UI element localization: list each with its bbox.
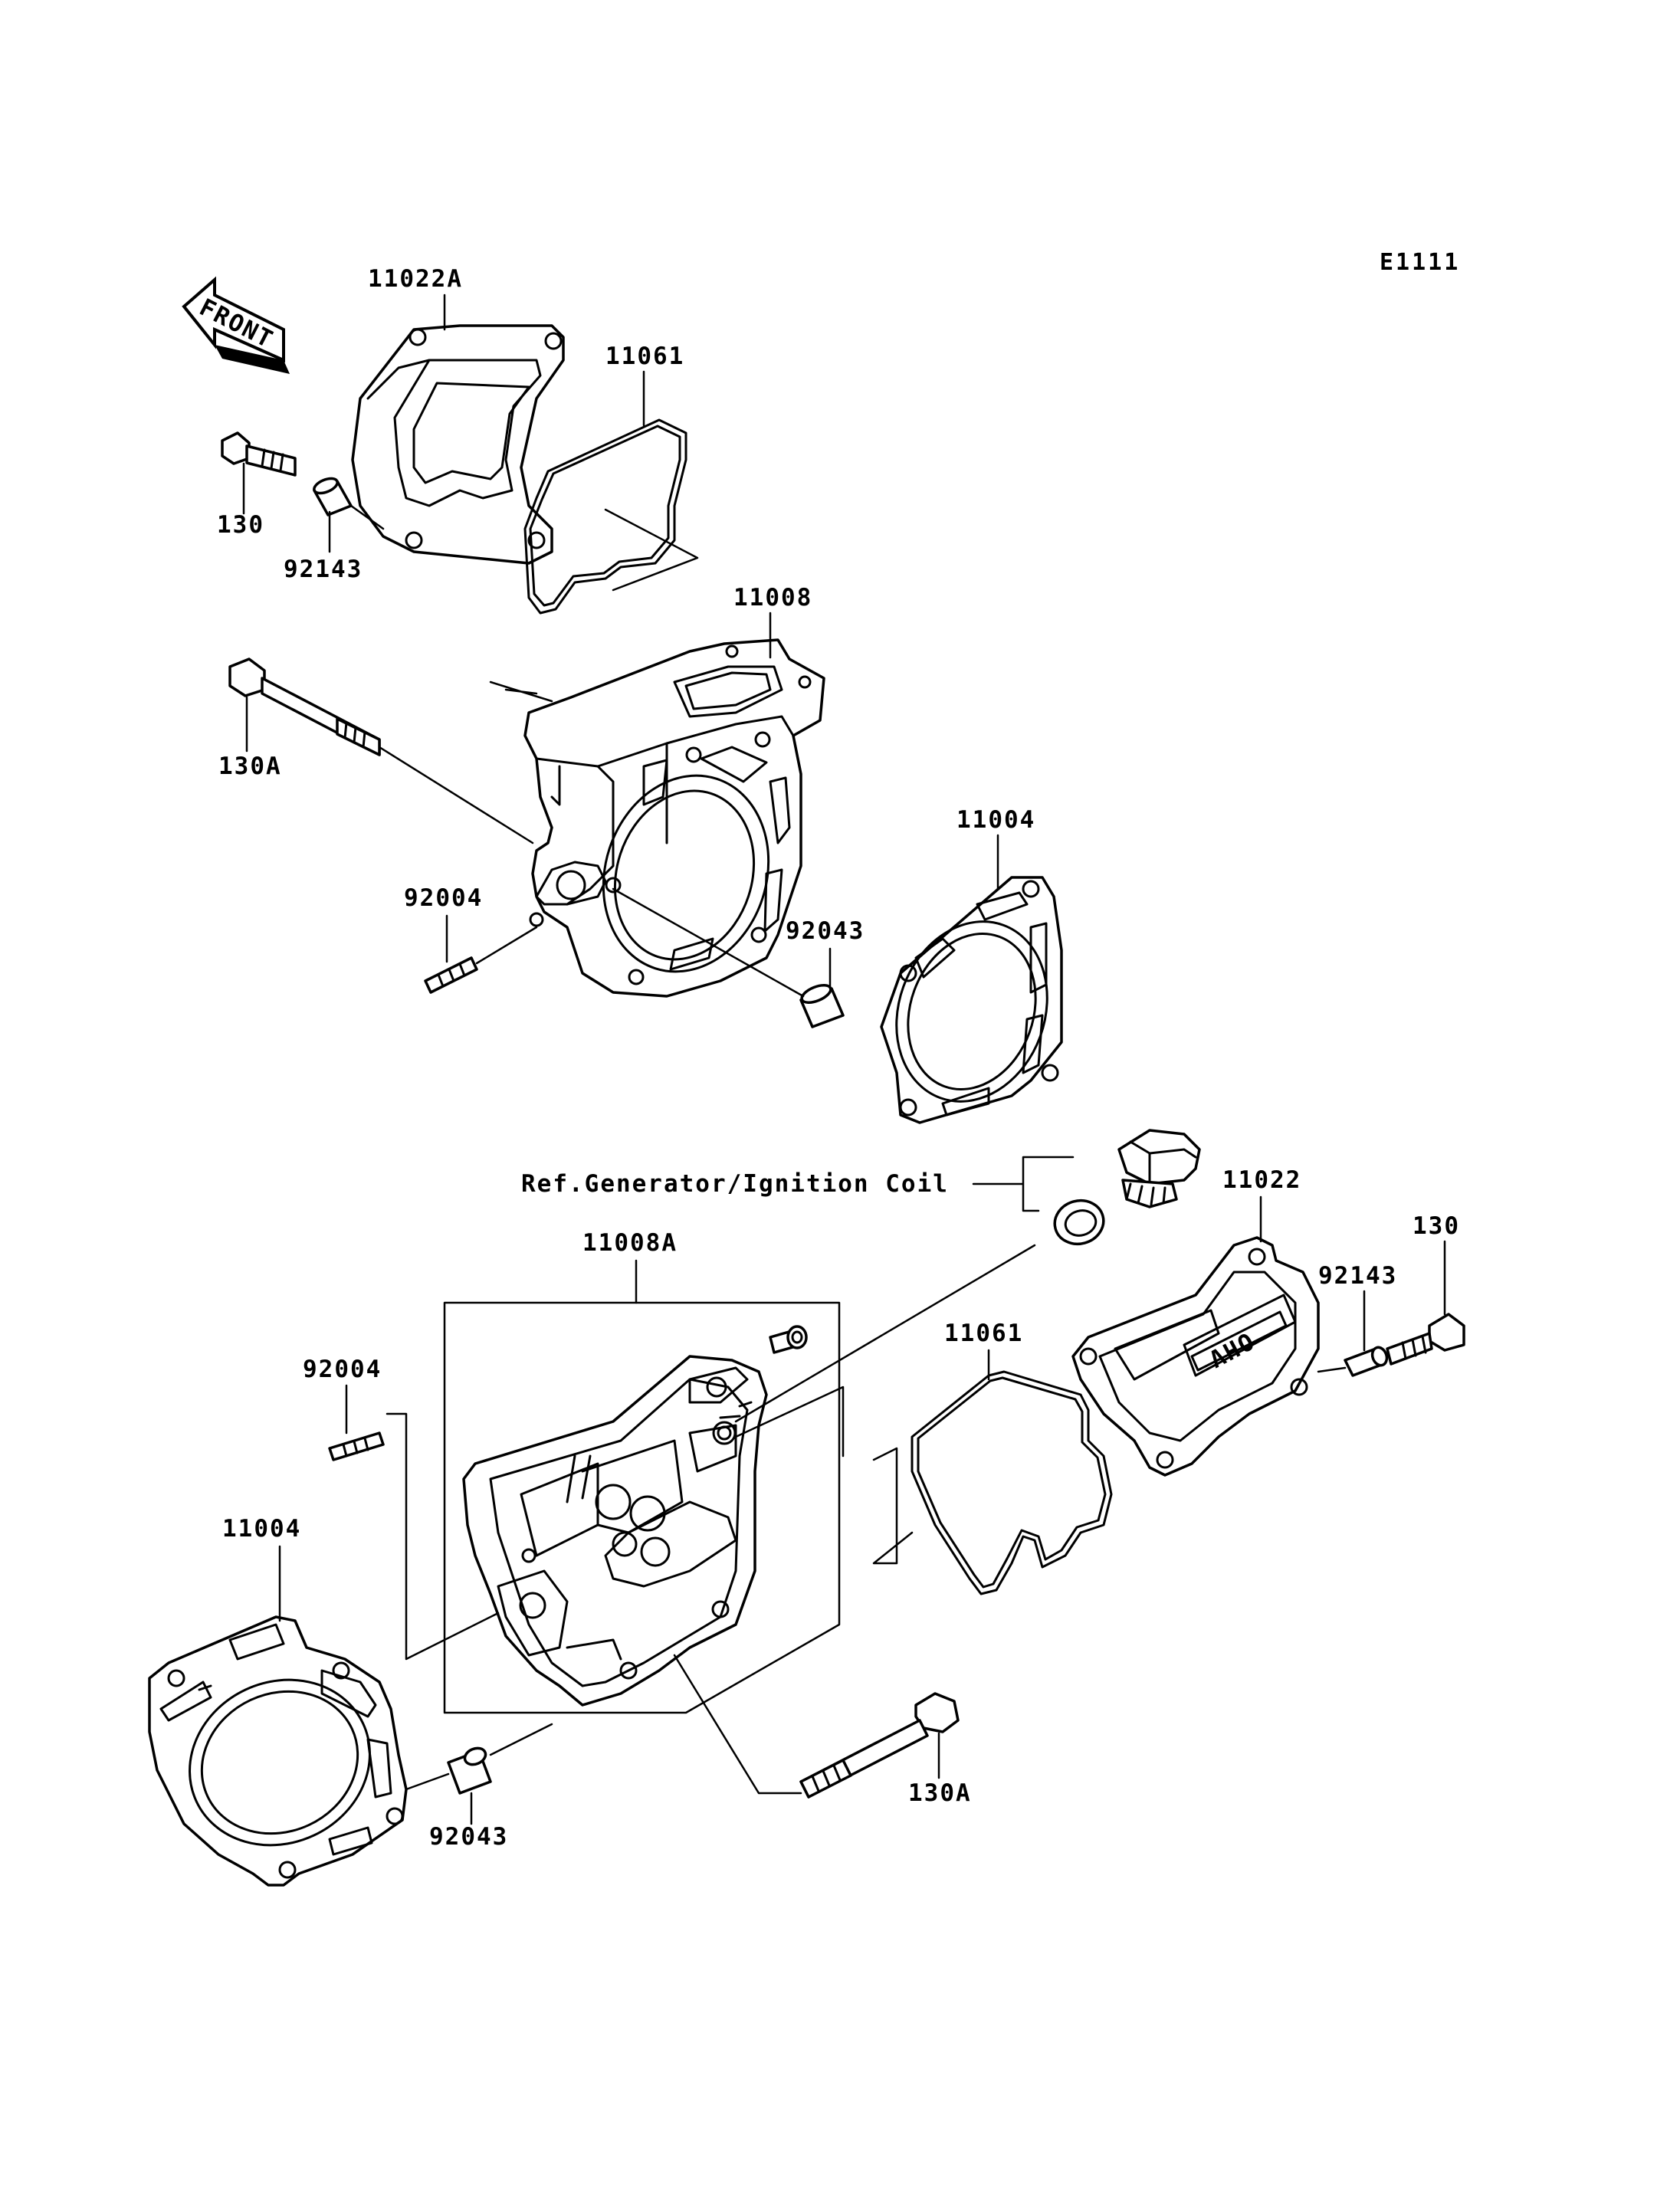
label-11004-top: 11004 [956,806,1035,834]
head-gasket-11004-bottom [148,1615,408,1887]
bracket-11008a [443,1301,841,1714]
label-92143-bottom: 92143 [1318,1262,1397,1290]
label-11022a: 11022A [368,265,463,293]
stud-92004-bottom [328,1412,500,1661]
label-130-bottom: 130 [1413,1212,1460,1240]
label-11004-bottom: 11004 [222,1515,301,1543]
cover-gasket-11061-bottom [872,1370,1113,1595]
collar-92143-bottom [1317,1346,1389,1377]
label-92004-bottom: 92004 [303,1356,382,1383]
label-92043-top: 92043 [786,917,865,945]
stud-92004-top [424,926,538,994]
dowel-92043-top [612,887,845,1028]
label-11022: 11022 [1222,1166,1301,1194]
dowel-92043-bottom [405,1723,553,1795]
front-arrow-label: FRONT [195,293,277,354]
head-cover-11022: OHV [1071,1236,1320,1477]
cylinder-head-11008a [462,1325,808,1707]
front-arrow-icon: FRONT [182,276,290,374]
label-92043-bottom: 92043 [429,1823,508,1851]
head-gasket-11004-top [880,876,1063,1124]
label-92004-top: 92004 [404,884,483,912]
long-bolt-130a-bottom [673,1654,960,1799]
long-bolt-130a-top [228,657,534,844]
label-130a-top: 130A [218,753,282,780]
reference-note: Ref.Generator/Ignition Coil [521,1170,949,1198]
label-11061-bottom: 11061 [944,1320,1023,1347]
label-130-top: 130 [217,511,264,539]
head-cover-11022a [351,324,565,565]
label-130a-bottom: 130A [908,1779,972,1807]
label-11008: 11008 [733,584,812,612]
bolt-130-bottom [1386,1313,1465,1366]
bolt-130-top [221,431,297,477]
o-ring [1053,1199,1105,1246]
label-11061-top: 11061 [605,343,684,370]
label-92143-top: 92143 [284,556,363,583]
oil-filler-plug [1117,1129,1201,1208]
cylinder-11008 [523,638,825,998]
collar-92143-top [313,477,385,530]
cover-gasket-11061-top [523,418,699,615]
diagram-code: E1111 [1380,249,1460,276]
label-11008a: 11008A [582,1229,678,1257]
